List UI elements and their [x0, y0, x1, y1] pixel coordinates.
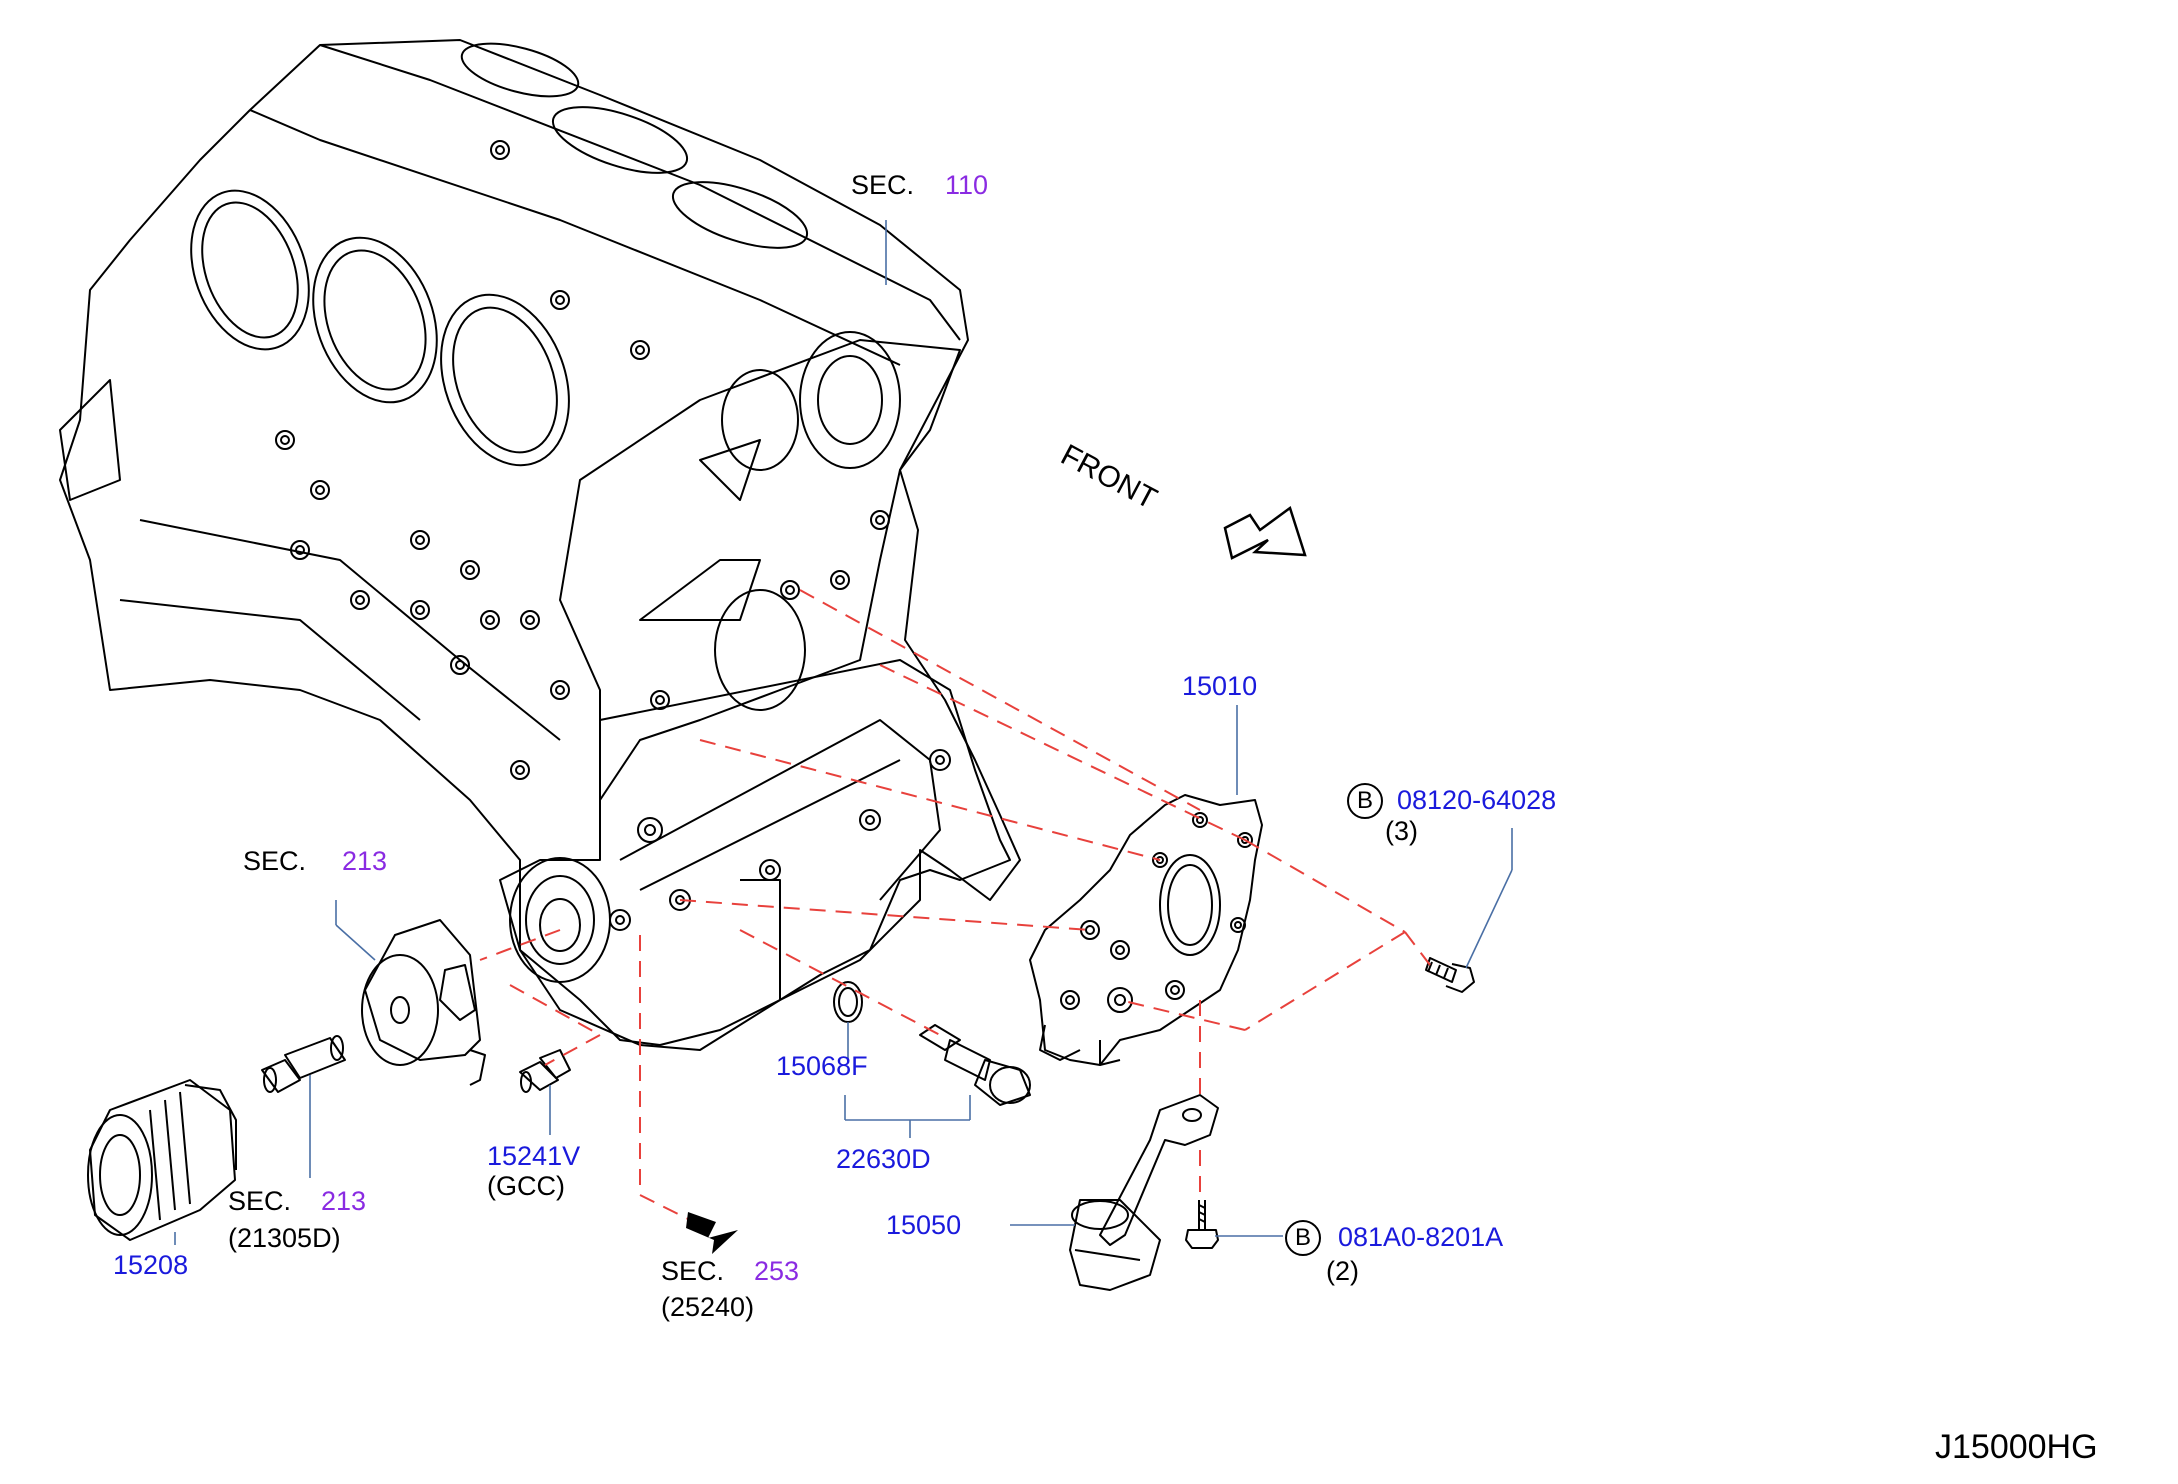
- oil-pump-drawing: [1029, 794, 1263, 1066]
- bolt-b-badge-bottom: B: [1285, 1220, 1321, 1256]
- leader-lines: [174, 220, 1513, 1245]
- connector-drawing: [261, 1035, 346, 1093]
- strainer-bolt-drawing: [1185, 1200, 1219, 1249]
- part-15208-label[interactable]: 15208: [113, 1250, 189, 1280]
- sec-213-bottom-sub: (21305D): [228, 1223, 341, 1253]
- oil-strainer-drawing: [1069, 1094, 1219, 1291]
- part-22630D-label[interactable]: 22630D: [836, 1144, 931, 1174]
- bolt-08120-64028-qty: (3): [1385, 816, 1418, 846]
- sec-253-number[interactable]: 253: [754, 1256, 800, 1286]
- bolt-b-badge-top: B: [1347, 783, 1383, 819]
- part-15050-label[interactable]: 15050: [886, 1210, 962, 1240]
- front-arrow: [1223, 505, 1307, 560]
- part-15068F-label[interactable]: 15068F: [776, 1051, 868, 1081]
- oil-filter-drawing: [87, 1079, 237, 1241]
- engine-block-drawing: [59, 39, 1021, 1051]
- sec-213-bottom-number[interactable]: 213: [321, 1186, 367, 1216]
- sec-253-sub: (25240): [661, 1292, 755, 1322]
- assembly-dashed-lines: [479, 589, 1431, 1221]
- relief-valve-drawing: [519, 1049, 571, 1093]
- sec-213-top-number[interactable]: 213: [342, 846, 388, 876]
- sec-213-bottom-prefix: SEC.: [228, 1186, 292, 1216]
- part-15241V-label[interactable]: 15241V: [487, 1141, 581, 1171]
- oil-cooler-drawing: [361, 919, 486, 1086]
- sec-253-arrow: [686, 1212, 738, 1254]
- sec-213-top-prefix: SEC.: [243, 846, 307, 876]
- bolt-081A0-8201A-label[interactable]: 081A0-8201A: [1338, 1222, 1504, 1252]
- sec-253-prefix: SEC.: [661, 1256, 725, 1286]
- oil-pressure-sensor-drawing: [919, 1024, 1031, 1106]
- o-ring-drawing: [833, 981, 863, 1023]
- diagram-id: J15000HG: [1935, 1428, 2098, 1466]
- sec-110-prefix: SEC.: [851, 170, 915, 200]
- sec-110-number[interactable]: 110: [945, 170, 989, 200]
- bolt-081A0-8201A-qty: (2): [1326, 1256, 1359, 1286]
- pump-bolt-drawing: [1425, 957, 1475, 993]
- part-15010-label[interactable]: 15010: [1182, 671, 1258, 701]
- part-15241V-note: (GCC): [487, 1171, 565, 1201]
- bolt-08120-64028-label[interactable]: 08120-64028: [1397, 785, 1557, 815]
- oil-pan-drawing: [499, 659, 1011, 1046]
